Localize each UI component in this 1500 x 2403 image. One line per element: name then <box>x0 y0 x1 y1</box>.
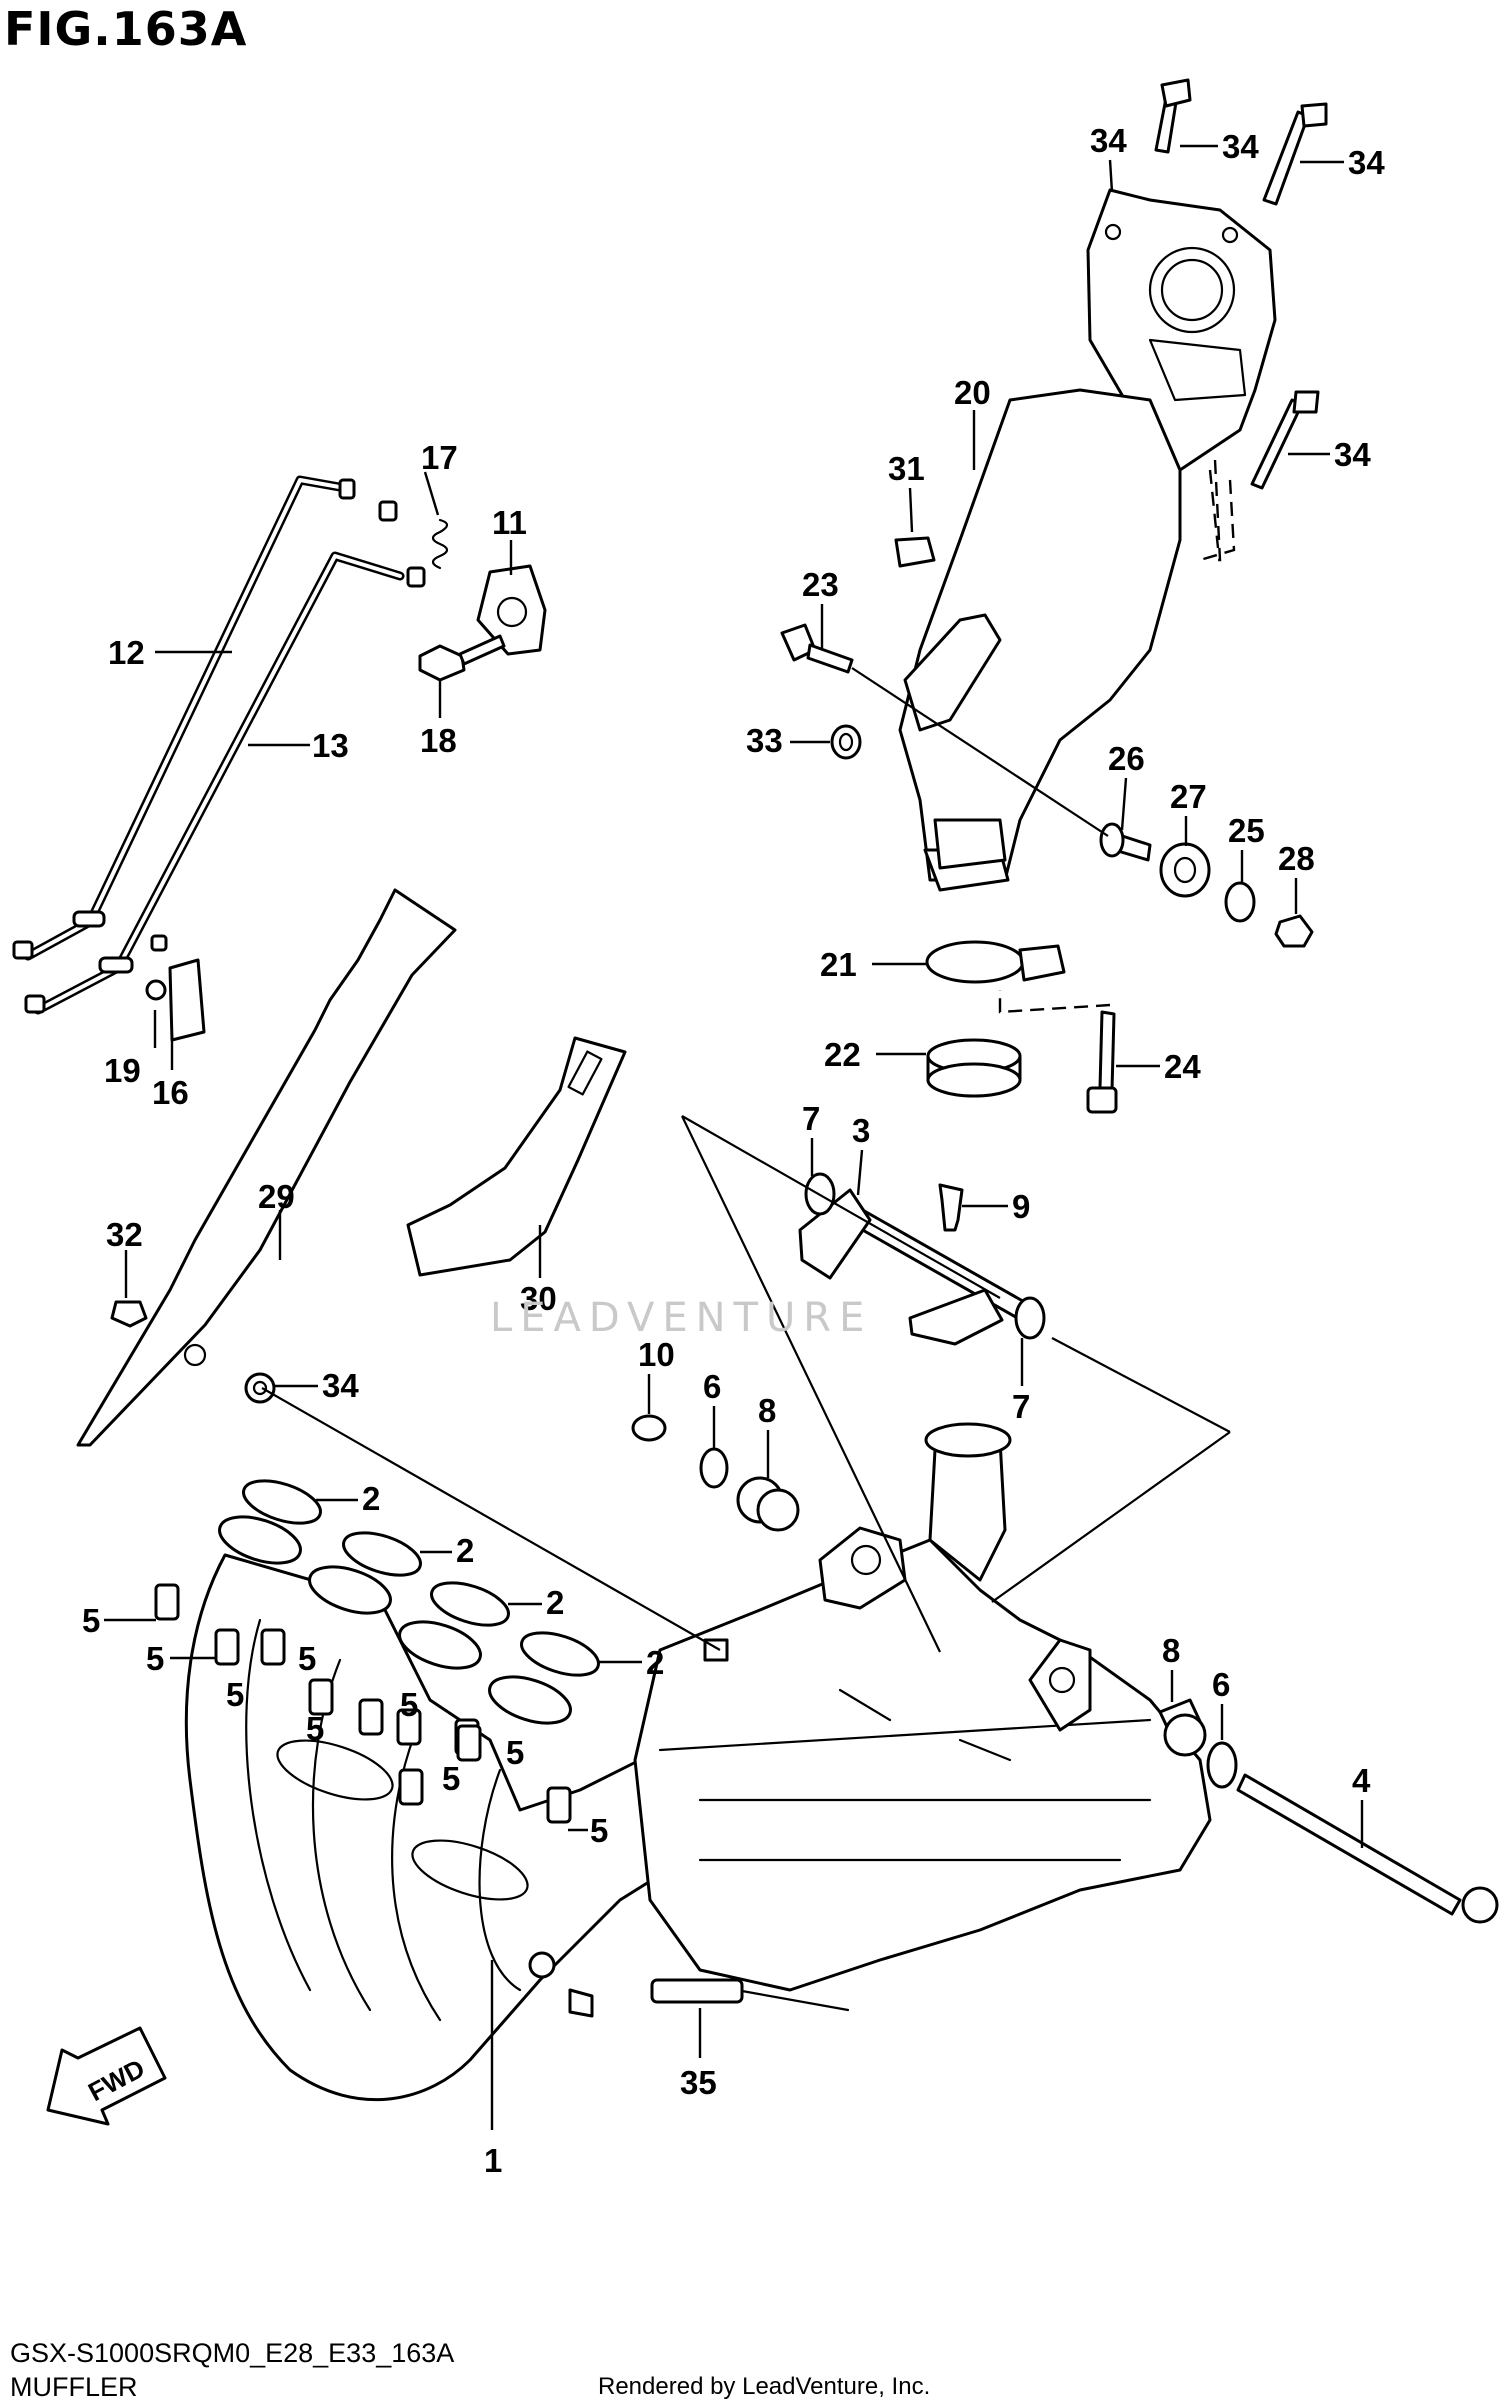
nut-32 <box>244 1372 276 1404</box>
bolt-21 <box>780 623 854 674</box>
callout-5-d: 5 <box>226 1676 244 1713</box>
sensor-35 <box>650 1978 850 2012</box>
bolts-5 <box>154 1583 572 1824</box>
callout-14: 16 <box>152 1074 189 1111</box>
reference-lines <box>261 1115 1231 1653</box>
callout-3: 3 <box>852 1112 870 1149</box>
callout-8-b: 8 <box>1162 1632 1180 1669</box>
callout-5-c: 5 <box>298 1640 316 1677</box>
callout-28: 30 <box>520 1280 557 1317</box>
grommet-25 <box>1159 842 1211 898</box>
callout-10: 10 <box>638 1336 675 1373</box>
callout-26: 28 <box>1278 840 1315 877</box>
callout-22: 24 <box>1164 1048 1201 1085</box>
bushing-8-lower <box>1158 1698 1207 1757</box>
grommet-10 <box>631 1414 667 1442</box>
bracket-11 <box>476 564 547 656</box>
callout-34-b: 34 <box>1348 144 1385 181</box>
heat-shield-27 <box>76 888 457 1447</box>
fwd-arrow-icon: FWD <box>46 2026 167 2126</box>
callout-9: 9 <box>1012 1188 1030 1225</box>
callout-20: 22 <box>824 1036 861 1073</box>
cable-assembly-13 <box>24 551 426 1015</box>
bolt-4 <box>1236 1773 1499 1924</box>
callout-34-a: 34 <box>1222 128 1259 165</box>
callout-16: 18 <box>420 722 457 759</box>
gaskets-2 <box>242 1479 600 1677</box>
washer-6-upper <box>699 1447 729 1489</box>
reference-lines-silencer <box>998 459 1236 1014</box>
callout-35: 35 <box>680 2064 717 2101</box>
callout-19: 21 <box>820 946 857 983</box>
callout-1: 1 <box>484 2142 502 2179</box>
callout-5-e: 5 <box>306 1710 324 1747</box>
callout-5-h: 5 <box>442 1760 460 1797</box>
rubber-29 <box>894 536 936 568</box>
callout-4: 4 <box>1352 1762 1371 1799</box>
callout-23: 25 <box>1228 812 1265 849</box>
callout-31: 33 <box>746 722 783 759</box>
bolt-22 <box>1086 1010 1118 1114</box>
callout-5-g: 5 <box>506 1734 524 1771</box>
callout-11: 11 <box>492 504 527 541</box>
bushing-24 <box>1099 822 1152 862</box>
callout-17: 19 <box>104 1052 141 1089</box>
callout-2-b: 2 <box>456 1532 474 1569</box>
callout-30: 32 <box>106 1216 143 1253</box>
callout-2-c: 2 <box>546 1584 564 1621</box>
bolts-34 <box>1154 78 1328 490</box>
callout-5-f: 5 <box>400 1686 418 1723</box>
diagram-code: GSX-S1000SRQM0_E28_E33_163A <box>10 2338 455 2368</box>
figure-title: FIG.163A <box>4 2 248 56</box>
callout-5-i: 5 <box>590 1812 608 1849</box>
callout-13: 13 <box>312 727 349 764</box>
callout-7-a: 7 <box>802 1100 820 1137</box>
callout-25: 27 <box>1170 778 1207 815</box>
bracket-14 <box>168 958 206 1042</box>
diagram-name: MUFFLER <box>10 2372 138 2402</box>
reference-line-bolt-21 <box>851 667 1109 837</box>
render-credit: Rendered by LeadVenture, Inc. <box>598 2373 931 2400</box>
callout-21: 23 <box>802 566 839 603</box>
callout-27: 29 <box>258 1178 295 1215</box>
heat-shield-28 <box>406 1036 627 1277</box>
callout-8-a: 8 <box>758 1392 776 1429</box>
nut-31 <box>830 724 862 760</box>
callout-6-a: 6 <box>703 1368 721 1405</box>
washer-23 <box>1224 881 1256 923</box>
bushing-8-upper <box>736 1476 800 1532</box>
callout-29: 31 <box>888 450 925 487</box>
muffler-chamber <box>633 1422 1212 1992</box>
clamp-19 <box>925 940 1066 984</box>
callout-12: 12 <box>108 634 145 671</box>
nut-26 <box>1274 914 1314 948</box>
callout-labels: 17 11 12 13 18 19 16 29 30 32 34 2 2 2 2… <box>82 122 1385 2179</box>
callout-7-b: 7 <box>1012 1388 1030 1425</box>
washer-6-lower <box>1206 1741 1238 1789</box>
callout-32: 34 <box>322 1367 359 1404</box>
spring-15 <box>431 518 449 570</box>
gasket-20 <box>926 1038 1022 1098</box>
callout-5-a: 5 <box>82 1602 100 1639</box>
callout-24: 26 <box>1108 740 1145 777</box>
callout-2-d: 2 <box>646 1644 664 1681</box>
callout-2-a: 2 <box>362 1480 380 1517</box>
callout-34-c: 34 <box>1334 436 1371 473</box>
callout-33: 34 <box>1090 122 1127 159</box>
bolt-16 <box>418 634 506 682</box>
bolt-30 <box>110 1300 148 1328</box>
cable-assembly-12 <box>12 475 398 961</box>
watermark: LEADVENTURE <box>490 1295 873 1341</box>
nut-17 <box>145 979 167 1001</box>
callout-15: 17 <box>421 439 458 476</box>
bolt-9 <box>938 1183 964 1232</box>
callout-18: 20 <box>954 374 991 411</box>
callout-6-b: 6 <box>1212 1666 1230 1703</box>
callout-5-b: 5 <box>146 1640 164 1677</box>
silencer-18 <box>898 388 1182 892</box>
